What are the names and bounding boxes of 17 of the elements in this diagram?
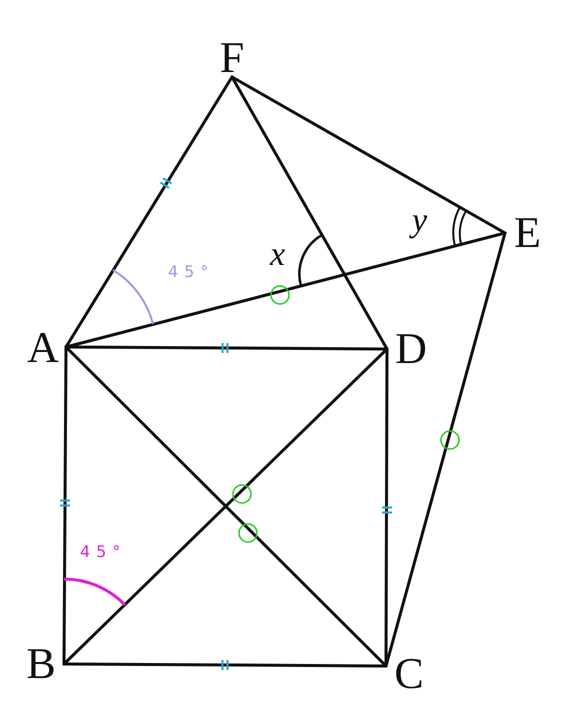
line-segment: [64, 76, 234, 348]
angle-label: 45°: [80, 542, 126, 561]
vertex-label: D: [395, 327, 427, 371]
line-segment: [384, 232, 506, 668]
line-segment: [62, 346, 68, 666]
vertex-label: A: [27, 326, 59, 370]
line-segment: [62, 662, 388, 668]
vertex-label: E: [514, 211, 541, 255]
vertex-label: C: [394, 652, 424, 696]
angle-label: x: [270, 236, 286, 274]
line-segment: [64, 346, 388, 350]
line-segment: [64, 232, 506, 348]
line-segment: [230, 76, 388, 350]
line-segment: [230, 76, 506, 234]
vertex-label: B: [26, 642, 56, 686]
vertex-label: F: [220, 36, 244, 80]
angle-label: 45°: [168, 262, 214, 281]
